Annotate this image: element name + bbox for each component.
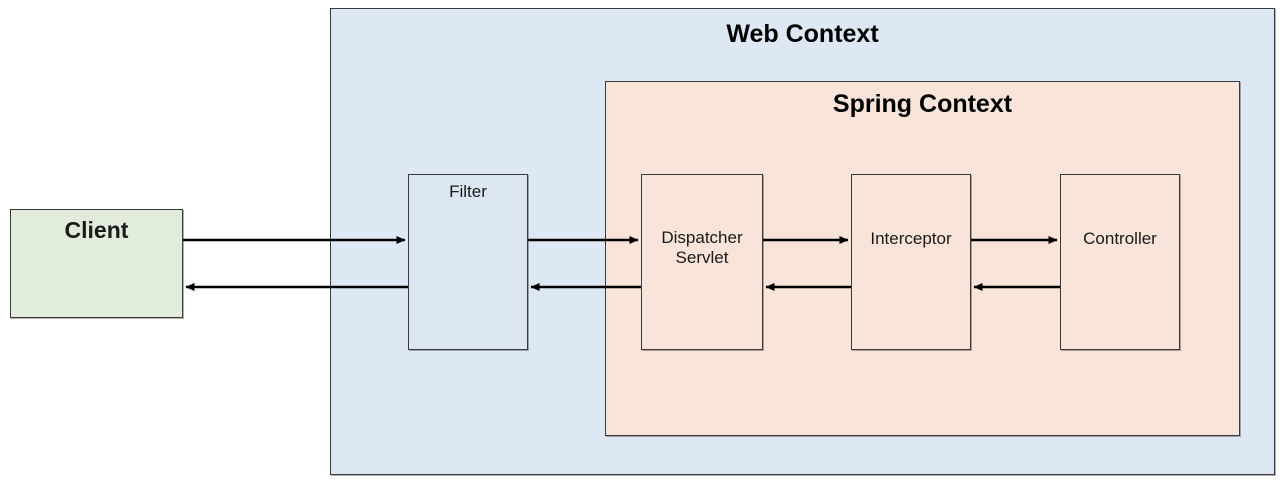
dispatcher-servlet-label-line1: Dispatcher — [661, 228, 743, 247]
dispatcher-servlet-label-line2: Servlet — [675, 248, 729, 268]
web-context-title: Web Context — [726, 20, 879, 48]
client-node[interactable] — [10, 209, 183, 318]
dispatcher-servlet-node-label: Dispatcher Servlet — [641, 228, 763, 268]
dispatcher-servlet-node[interactable] — [641, 174, 763, 350]
filter-node-label: Filter — [449, 182, 487, 201]
controller-node-label: Controller — [1083, 229, 1157, 248]
interceptor-node[interactable] — [851, 174, 971, 350]
client-node-label: Client — [64, 217, 129, 243]
filter-node[interactable] — [408, 174, 528, 350]
spring-context-title: Spring Context — [832, 90, 1013, 118]
interceptor-node-label: Interceptor — [870, 229, 952, 248]
controller-node[interactable] — [1060, 174, 1180, 350]
